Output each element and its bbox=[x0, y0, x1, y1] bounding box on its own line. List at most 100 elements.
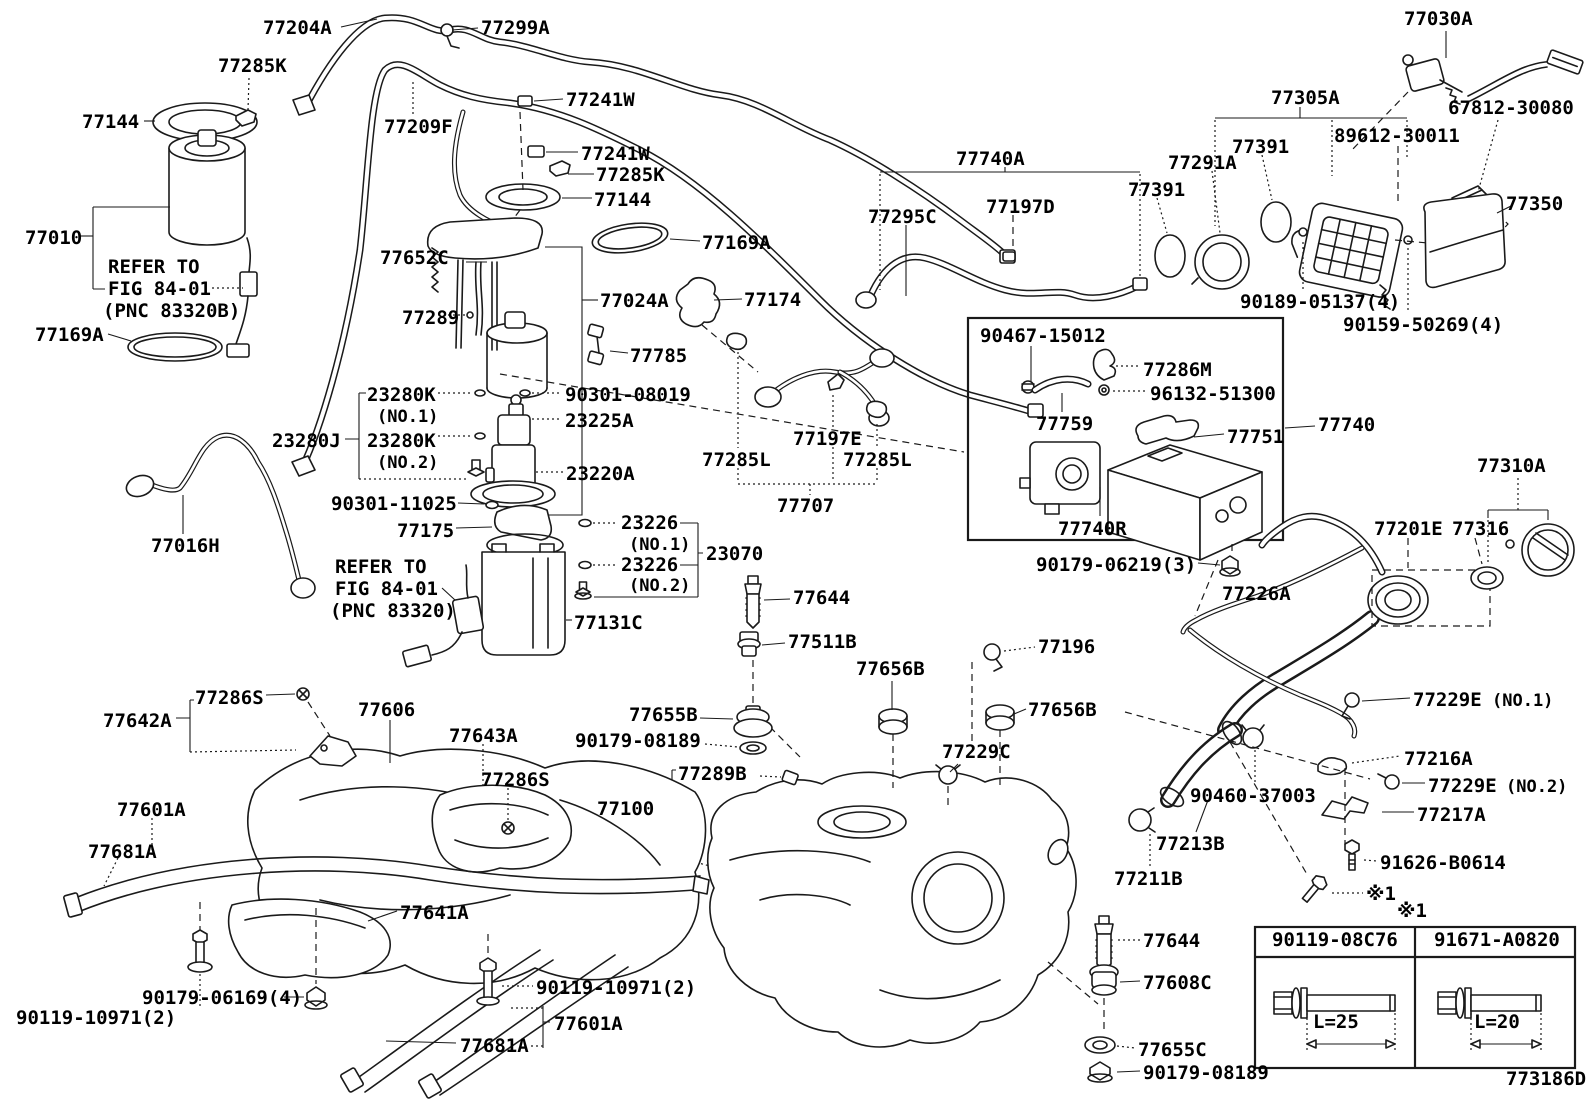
bolt-icon bbox=[187, 929, 213, 973]
fuel-tank bbox=[658, 769, 1077, 1048]
part-label-77286S-2: 77286S bbox=[481, 769, 550, 791]
part-label-no2: (NO.2) bbox=[377, 453, 439, 473]
valve-icon bbox=[1094, 915, 1114, 971]
part-label-77213B: 77213B bbox=[1156, 833, 1225, 855]
part-label-77211B: 77211B bbox=[1114, 868, 1183, 890]
part-label-77681A: 77681A bbox=[88, 841, 157, 863]
part-label-77144: 77144 bbox=[82, 111, 140, 133]
refer-note-line3: (PNC 83320B) bbox=[103, 300, 241, 322]
part-label-23226: 23226 bbox=[621, 512, 679, 534]
part-label-77289B: 77289B bbox=[678, 763, 747, 785]
part-label-77175: 77175 bbox=[397, 520, 455, 542]
refer-note2-line3: (PNC 83320) bbox=[330, 600, 456, 622]
part-label-77350: 77350 bbox=[1506, 193, 1564, 215]
clamp-icon bbox=[1128, 807, 1156, 833]
part-label-90119-10971-2: 90119-10971(2) bbox=[536, 977, 697, 999]
part-label-96132-51300: 96132-51300 bbox=[1150, 383, 1276, 405]
part-label-67812-30080: 67812-30080 bbox=[1448, 97, 1574, 119]
bolt-length-20: L=20 bbox=[1474, 1011, 1520, 1033]
part-label-77740: 77740 bbox=[1318, 414, 1376, 436]
part-label-23225A: 23225A bbox=[565, 410, 634, 432]
part-label-77169A-2: 77169A bbox=[702, 232, 771, 254]
part-label-90179-06219: 90179-06219(3) bbox=[1036, 554, 1197, 576]
bolt-icon bbox=[1301, 875, 1328, 903]
part-label-77652C: 77652C bbox=[380, 247, 449, 269]
part-label-90179-08189: 90179-08189 bbox=[575, 730, 701, 752]
refer-note-line2: FIG 84-01 bbox=[108, 278, 211, 300]
part-label-77785: 77785 bbox=[630, 345, 688, 367]
part-label-77291A: 77291A bbox=[1168, 152, 1237, 174]
bolt-table bbox=[1253, 925, 1577, 1070]
part-label-77241W-2: 77241W bbox=[581, 143, 650, 165]
part-label-77285L: 77285L bbox=[702, 449, 771, 471]
part-label-77740R: 77740R bbox=[1058, 518, 1127, 540]
table-header-91671-A0820: 91671-A0820 bbox=[1434, 929, 1560, 951]
part-label-77655C: 77655C bbox=[1138, 1039, 1207, 1061]
part-label-77655B: 77655B bbox=[629, 704, 698, 726]
valve-icon bbox=[744, 575, 762, 629]
part-label-77295C: 77295C bbox=[868, 206, 937, 228]
part-label-23280J: 23280J bbox=[272, 430, 341, 452]
part-label-77642A: 77642A bbox=[103, 710, 172, 732]
part-label-no2-3: (NO.2) bbox=[1506, 777, 1568, 797]
refer-note2-line1: REFER TO bbox=[335, 556, 427, 578]
bolt-L20 bbox=[1437, 987, 1542, 1050]
fuel-pump-module bbox=[345, 217, 743, 668]
part-label-77643A: 77643A bbox=[449, 725, 518, 747]
table-header-90119-08C76: 90119-08C76 bbox=[1272, 929, 1398, 951]
grommet-icon bbox=[985, 704, 1015, 731]
canister-box bbox=[966, 316, 1316, 577]
part-label-77197D: 77197D bbox=[986, 196, 1055, 218]
part-label-77608C: 77608C bbox=[1143, 972, 1212, 994]
part-label-23280K: 23280K bbox=[367, 384, 436, 406]
filler-lock-assembly bbox=[1154, 31, 1584, 313]
part-label-77174: 77174 bbox=[744, 289, 802, 311]
refer-note-line1: REFER TO bbox=[108, 256, 200, 278]
part-label-23226-2: 23226 bbox=[621, 554, 679, 576]
part-label-77010: 77010 bbox=[25, 227, 83, 249]
part-label-77131C: 77131C bbox=[574, 612, 643, 634]
note-marker-1: ※1 bbox=[1366, 883, 1396, 905]
fuel-pump-assembly bbox=[80, 77, 258, 362]
part-label-77299A: 77299A bbox=[481, 17, 550, 39]
part-label-77644-2: 77644 bbox=[1143, 930, 1201, 952]
nut-icon bbox=[1219, 555, 1241, 577]
part-label-77391-2: 77391 bbox=[1232, 136, 1290, 158]
bolt-L25 bbox=[1273, 987, 1396, 1050]
part-label-90179-06169: 90179-06169(4) bbox=[142, 987, 303, 1009]
part-label-23220A: 23220A bbox=[566, 463, 635, 485]
part-label-77606: 77606 bbox=[358, 699, 416, 721]
part-label-77656B-2: 77656B bbox=[1028, 699, 1097, 721]
part-label-90301-08019: 90301-08019 bbox=[565, 384, 691, 406]
grommet-icon bbox=[878, 708, 908, 735]
washer-icon bbox=[739, 741, 767, 755]
part-label-77681A-2: 77681A bbox=[460, 1035, 529, 1057]
part-label-77144-2: 77144 bbox=[594, 189, 652, 211]
part-label-77285K: 77285K bbox=[218, 55, 287, 77]
part-label-77601A-2: 77601A bbox=[554, 1013, 623, 1035]
part-label-77204A: 77204A bbox=[263, 17, 332, 39]
clip-icon bbox=[983, 643, 1003, 672]
part-label-77285K-2: 77285K bbox=[596, 164, 665, 186]
part-label-77216A: 77216A bbox=[1404, 748, 1473, 770]
part-label-77030A: 77030A bbox=[1404, 8, 1473, 30]
part-label-77229E: 77229E bbox=[1413, 689, 1482, 711]
bolt-length-25: L=25 bbox=[1313, 1011, 1359, 1033]
grommet-icon bbox=[1089, 964, 1119, 996]
part-label-77656B: 77656B bbox=[856, 658, 925, 680]
part-label-23280K-2: 23280K bbox=[367, 430, 436, 452]
part-label-90460-37003: 90460-37003 bbox=[1190, 785, 1316, 807]
part-label-77229E-2: 77229E bbox=[1428, 775, 1497, 797]
part-label-no1-2: (NO.1) bbox=[629, 535, 691, 555]
part-label-77209F: 77209F bbox=[384, 116, 453, 138]
tank-grommets bbox=[499, 324, 1036, 808]
part-label-90119-10971: 90119-10971(2) bbox=[16, 1007, 177, 1029]
figure-code: 773186D bbox=[1506, 1068, 1587, 1090]
grommet-icon bbox=[737, 631, 761, 657]
part-label-77196: 77196 bbox=[1038, 636, 1096, 658]
part-label-89612-30011: 89612-30011 bbox=[1334, 125, 1460, 147]
bolt-icon bbox=[476, 957, 500, 1006]
part-label-77644: 77644 bbox=[793, 587, 851, 609]
tube-77740A bbox=[855, 167, 1148, 309]
